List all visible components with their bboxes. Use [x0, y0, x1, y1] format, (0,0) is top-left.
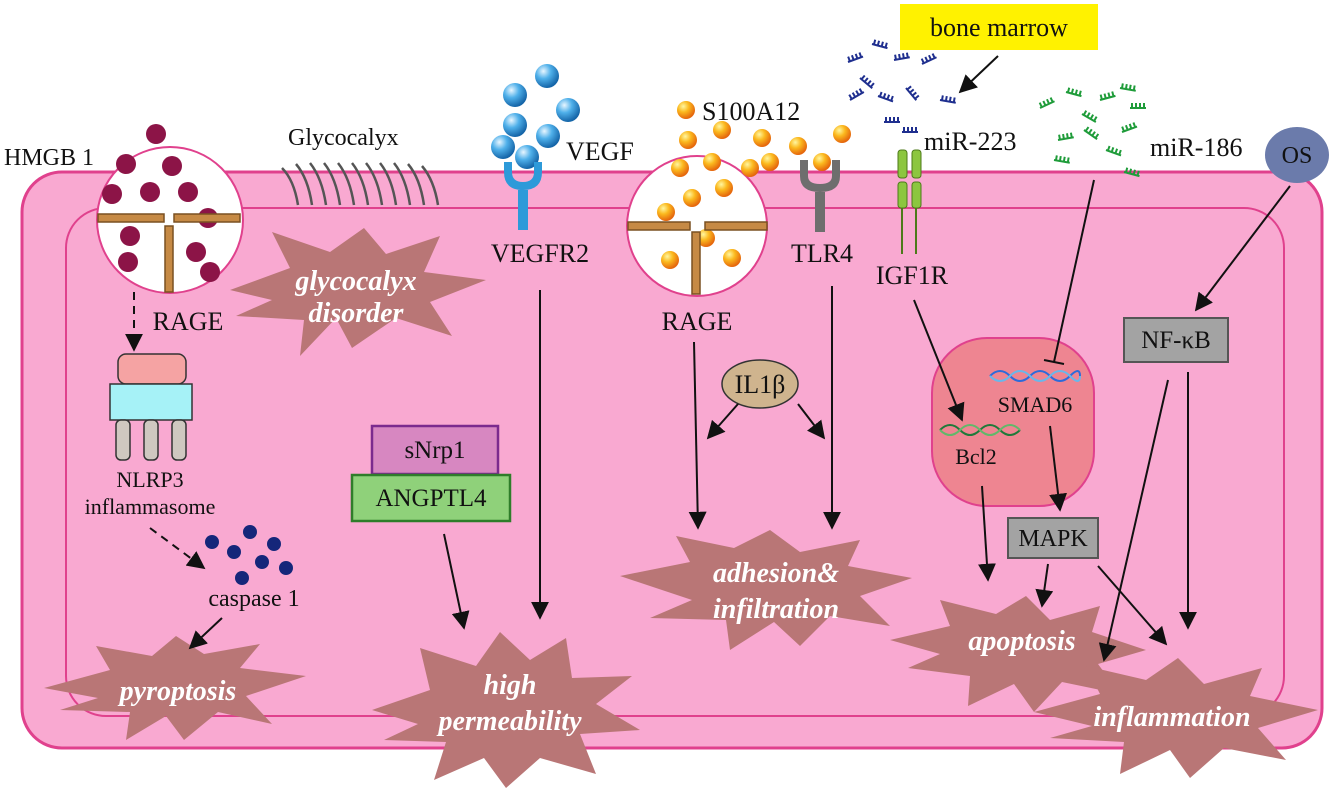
- bcl2-label: Bcl2: [955, 444, 997, 469]
- vegf-molecules: [491, 64, 580, 169]
- svg-text:glycocalyx: glycocalyx: [294, 266, 416, 297]
- mapk-box: [1007, 517, 1099, 559]
- bone-marrow-box: [900, 4, 1098, 50]
- glycocalyx-disorder-star: glycocalyx disorder: [230, 228, 486, 356]
- pathway-arrows: [125, 55, 1291, 662]
- svg-text:infiltration: infiltration: [713, 594, 839, 625]
- mir223-label: miR-223: [924, 127, 1016, 156]
- nfkb-label: NF-κB: [1141, 327, 1211, 354]
- high-permeability-star: high permeability: [372, 632, 640, 788]
- smad6-label: SMAD6: [998, 392, 1073, 417]
- angptl4-box: [350, 473, 512, 523]
- glycocalyx-hairs: [281, 162, 440, 206]
- svg-text:inflammation: inflammation: [1093, 702, 1250, 733]
- bcl2-helix-icon: [939, 424, 1021, 436]
- glycocalyx-label: Glycocalyx: [288, 125, 399, 151]
- rage-left-label: RAGE: [153, 307, 224, 336]
- caspase1-label: caspase 1: [208, 586, 299, 612]
- os-node: [1265, 127, 1329, 183]
- adhesion-infiltration-star: adhesion& infiltration: [620, 530, 912, 650]
- apoptosis-star: apoptosis: [890, 596, 1146, 712]
- snrp1-label: sNrp1: [404, 437, 465, 464]
- vegf-label: VEGF: [566, 137, 634, 166]
- vegfr2-receptor-icon: [504, 162, 542, 230]
- nfkb-box: [1123, 317, 1229, 363]
- mapk-label: MAPK: [1018, 526, 1088, 552]
- igf1r-label: IGF1R: [876, 261, 949, 290]
- pyroptosis-star: pyroptosis: [44, 636, 306, 740]
- igf1r-receptor-icon: [897, 149, 922, 254]
- tlr4-receptor-icon: [800, 160, 840, 232]
- nlrp3-label-line2: inflammasome: [85, 494, 216, 519]
- svg-text:adhesion&: adhesion&: [713, 558, 839, 589]
- mir186-fragments: [1036, 82, 1147, 178]
- il1b-node: [721, 359, 799, 409]
- svg-text:disorder: disorder: [309, 298, 405, 329]
- nlrp3-label-line1: NLRP3: [116, 467, 183, 492]
- caspase-dots: [205, 525, 293, 585]
- bone-marrow-label: bone marrow: [930, 13, 1068, 42]
- svg-text:permeability: permeability: [436, 706, 582, 737]
- s100a12-label: S100A12: [702, 97, 800, 126]
- os-label: OS: [1282, 143, 1313, 169]
- rage-mid-complex: [626, 101, 851, 297]
- hmgb1-label: HMGB 1: [4, 145, 94, 171]
- vegfr2-label: VEGFR2: [491, 239, 589, 268]
- mir186-label: miR-186: [1150, 133, 1242, 162]
- rage-mid-label: RAGE: [662, 307, 733, 336]
- nucleus: [931, 337, 1095, 507]
- rage-left-complex: [96, 124, 244, 294]
- angptl4-label: ANGPTL4: [375, 485, 487, 512]
- il1b-label: IL1β: [735, 370, 786, 399]
- smad6-helix-icon: [989, 370, 1081, 382]
- tlr4-label: TLR4: [791, 239, 853, 268]
- svg-text:pyroptosis: pyroptosis: [118, 676, 237, 707]
- svg-text:high: high: [484, 670, 537, 701]
- nlrp3-inflammasome-icon: [109, 353, 193, 461]
- svg-text:apoptosis: apoptosis: [968, 626, 1075, 657]
- mir223-fragments: [845, 38, 958, 133]
- inflammation-star: inflammation: [1034, 658, 1318, 778]
